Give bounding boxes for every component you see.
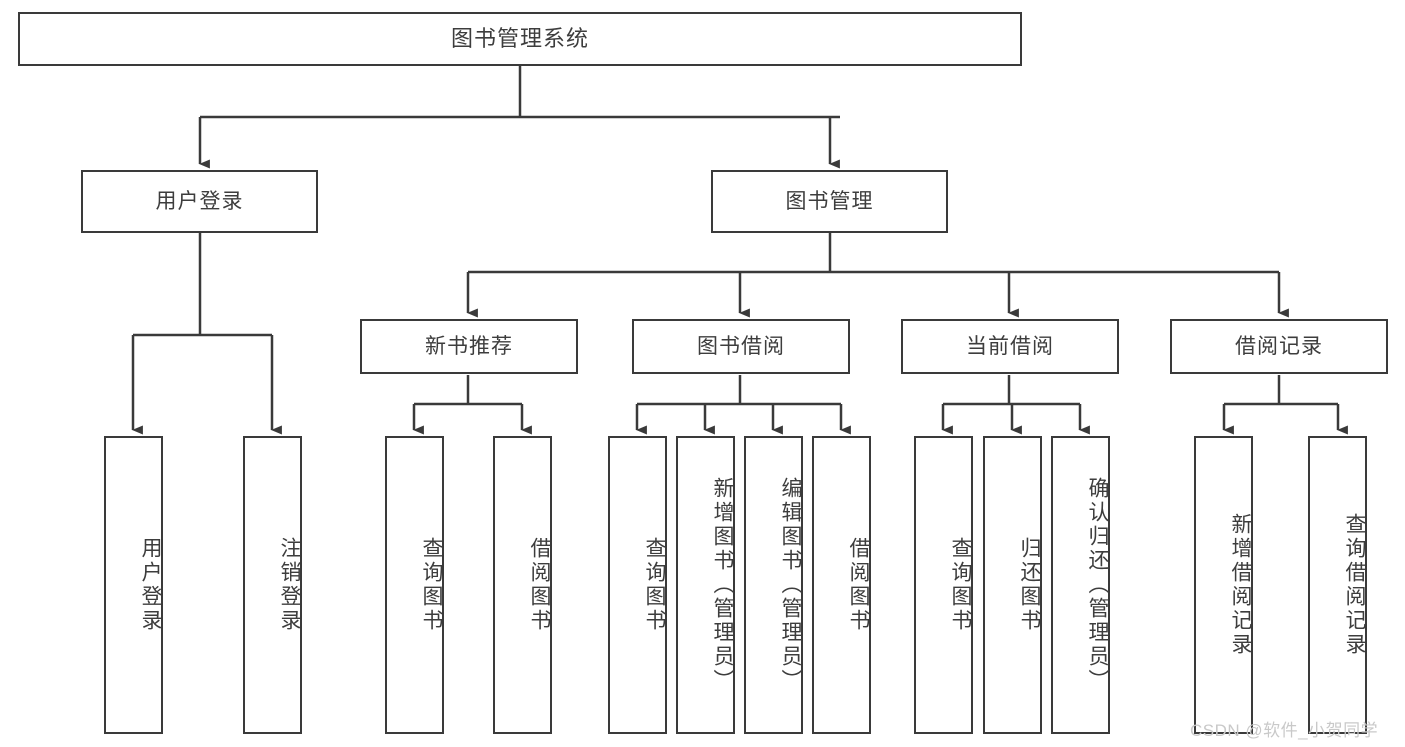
node-label: 图书管理系统: [450, 25, 589, 51]
csdn-watermark: CSDN @软件_小贺同学: [1190, 721, 1379, 740]
node-label: 新增借阅记录: [1229, 513, 1252, 657]
node-label: 借阅记录: [1235, 334, 1323, 358]
node-leaf-user-login[interactable]: 用户登录: [104, 436, 163, 734]
node-leaf-borrow-book-rec[interactable]: 借阅图书: [493, 436, 552, 734]
node-label: 编辑图书（管理员）: [779, 477, 802, 693]
node-leaf-return-book[interactable]: 归还图书: [983, 436, 1042, 734]
node-book-borrow[interactable]: 图书借阅: [632, 319, 850, 374]
node-leaf-borrow-book[interactable]: 借阅图书: [812, 436, 871, 734]
node-user-login[interactable]: 用户登录: [81, 170, 318, 233]
node-leaf-edit-book[interactable]: 编辑图书（管理员）: [744, 436, 803, 734]
node-book-manage[interactable]: 图书管理: [711, 170, 948, 233]
node-label: 新增图书（管理员）: [711, 477, 734, 693]
node-label: 确认归还（管理员）: [1086, 477, 1109, 693]
node-leaf-query-book-current[interactable]: 查询图书: [914, 436, 973, 734]
node-label: 图书借阅: [697, 334, 785, 358]
node-borrow-record[interactable]: 借阅记录: [1170, 319, 1388, 374]
node-label: 借阅图书: [528, 537, 551, 633]
node-leaf-add-record[interactable]: 新增借阅记录: [1194, 436, 1253, 734]
node-label: 借阅图书: [847, 537, 870, 633]
node-label: 查询图书: [420, 537, 443, 633]
node-label: 新书推荐: [425, 334, 513, 358]
node-label: 查询图书: [643, 537, 666, 633]
node-root[interactable]: 图书管理系统: [18, 12, 1022, 66]
node-leaf-query-book-borrow[interactable]: 查询图书: [608, 436, 667, 734]
node-leaf-query-book-rec[interactable]: 查询图书: [385, 436, 444, 734]
node-label: 归还图书: [1018, 537, 1041, 633]
node-current-borrow[interactable]: 当前借阅: [901, 319, 1119, 374]
node-leaf-add-book[interactable]: 新增图书（管理员）: [676, 436, 735, 734]
node-leaf-query-record[interactable]: 查询借阅记录: [1308, 436, 1367, 734]
node-label: 查询图书: [949, 537, 972, 633]
node-new-book-rec[interactable]: 新书推荐: [360, 319, 578, 374]
node-label: 注销登录: [278, 537, 301, 633]
node-leaf-user-logout[interactable]: 注销登录: [243, 436, 302, 734]
node-label: 用户登录: [139, 537, 162, 633]
node-label: 图书管理: [785, 189, 874, 213]
node-label: 用户登录: [155, 189, 244, 213]
node-label: 当前借阅: [966, 334, 1054, 358]
node-label: 查询借阅记录: [1343, 513, 1366, 657]
node-leaf-confirm-return[interactable]: 确认归还（管理员）: [1051, 436, 1110, 734]
